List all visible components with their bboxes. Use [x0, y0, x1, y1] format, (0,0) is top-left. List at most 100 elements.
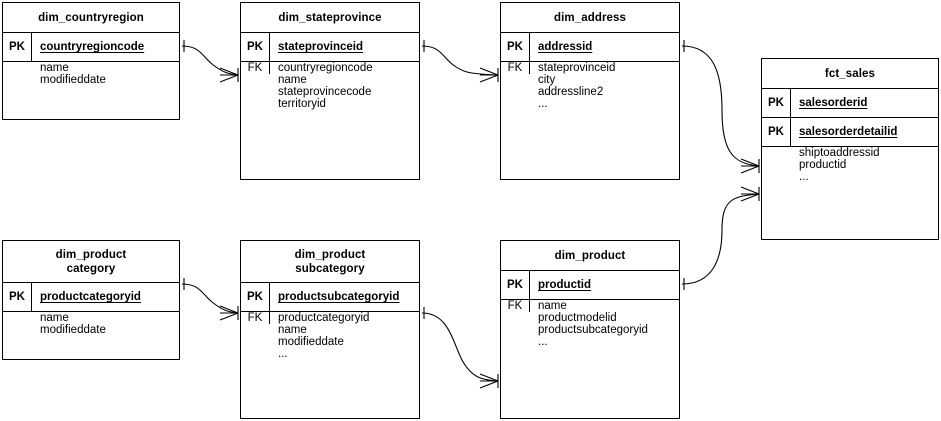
- attribute-label: productcategoryid: [40, 291, 141, 303]
- attribute-row[interactable]: territoryid: [278, 98, 326, 110]
- entity-title-line: dim_product: [554, 249, 626, 262]
- key-badge: PK: [762, 118, 791, 146]
- cardinality-many-crowfoot: [479, 67, 499, 76]
- key-badge: FK: [241, 312, 270, 324]
- attribute-row[interactable]: addressline2: [538, 86, 604, 98]
- entity-title-line: fct_sales: [824, 67, 876, 80]
- attribute-row[interactable]: ...: [278, 348, 288, 360]
- attribute-name: salesorderdetailid: [791, 118, 938, 146]
- cardinality-many-crowfoot: [740, 193, 760, 202]
- key-badge: FK: [241, 62, 270, 74]
- attribute-label: salesorderid: [799, 97, 868, 109]
- attribute-name: countryregioncode: [32, 33, 179, 61]
- relationship-countryregion-to-stateprovince: [181, 40, 239, 83]
- attribute-row[interactable]: modifieddate: [278, 336, 344, 348]
- relationship-line: [681, 193, 760, 285]
- attribute-row[interactable]: name: [40, 312, 69, 324]
- cardinality-many-crowfoot: [479, 373, 499, 382]
- attribute-label: countryregioncode: [40, 41, 145, 53]
- cardinality-many-crowfoot: [219, 74, 239, 83]
- relationship-line: [181, 283, 239, 314]
- entity-title-line: dim_address: [553, 11, 627, 24]
- relationship-stateprovince-to-address: [421, 40, 499, 83]
- attribute-row[interactable]: name: [278, 324, 307, 336]
- entity-title-dim_countryregion: dim_countryregion: [3, 3, 179, 33]
- key-badge: PK: [241, 283, 270, 311]
- attribute-row[interactable]: stateprovinceid: [538, 62, 616, 74]
- attribute-row[interactable]: name: [278, 74, 307, 86]
- attribute-row[interactable]: city: [538, 74, 556, 86]
- attribute-name: salesorderid: [791, 89, 938, 117]
- attribute-row[interactable]: ...: [799, 171, 809, 183]
- key-row-fct_sales-salesorderdetailid[interactable]: PK salesorderdetailid: [762, 118, 938, 147]
- key-badge: FK: [501, 62, 530, 74]
- attribute-name: addressid: [530, 33, 679, 61]
- attribute-row[interactable]: productcategoryid: [278, 312, 370, 324]
- attribute-label: productsubcategoryid: [278, 291, 400, 303]
- key-badge: PK: [501, 271, 530, 299]
- attribute-row[interactable]: ...: [538, 98, 548, 110]
- attribute-name: productcategoryid: [32, 283, 179, 311]
- attribute-row[interactable]: ...: [538, 336, 548, 348]
- attribute-row[interactable]: name: [538, 300, 567, 312]
- cardinality-many-crowfoot: [219, 312, 239, 321]
- cardinality-many-crowfoot: [479, 74, 499, 83]
- attribute-label: salesorderdetailid: [799, 126, 898, 138]
- key-row-dim_stateprovince-stateprovinceid[interactable]: PK stateprovinceid: [241, 33, 419, 62]
- relationship-line: [181, 45, 239, 76]
- cardinality-many-crowfoot: [740, 158, 760, 167]
- attribute-row[interactable]: name: [40, 62, 69, 74]
- attribute-row[interactable]: productsubcategoryid: [538, 324, 648, 336]
- attribute-name: productsubcategoryid: [270, 283, 419, 311]
- attribute-row[interactable]: productid: [799, 159, 847, 171]
- cardinality-many-crowfoot: [479, 380, 499, 389]
- key-badge: PK: [241, 33, 270, 61]
- entity-title-line: dim_stateprovince: [278, 11, 382, 24]
- attribute-row[interactable]: modifieddate: [40, 324, 106, 336]
- key-badge: FK: [501, 300, 530, 312]
- cardinality-many-crowfoot: [219, 67, 239, 76]
- attribute-row[interactable]: shiptoaddressid: [799, 147, 880, 159]
- attribute-label: stateprovinceid: [278, 41, 363, 53]
- cardinality-many-crowfoot: [219, 305, 239, 314]
- attribute-row[interactable]: stateprovincecode: [278, 86, 372, 98]
- key-badge: PK: [3, 33, 32, 61]
- entity-title-dim_product: dim_product: [501, 241, 679, 271]
- attribute-name: stateprovinceid: [270, 33, 419, 61]
- attribute-row[interactable]: modifieddate: [40, 74, 106, 86]
- attribute-row[interactable]: productmodelid: [538, 312, 617, 324]
- relationship-line: [681, 45, 760, 167]
- key-row-dim_productsubcategory-productsubcategoryid[interactable]: PK productsubcategoryid: [241, 283, 419, 312]
- key-row-dim_product-productid[interactable]: PK productid: [501, 271, 679, 300]
- entity-title-line: dim_countryregion: [38, 11, 144, 24]
- cardinality-many-crowfoot: [740, 165, 760, 174]
- attribute-label: productid: [538, 279, 592, 291]
- entity-title-line: category: [66, 262, 116, 275]
- key-badge: PK: [501, 33, 530, 61]
- relationship-productcategory-to-subcategory: [181, 278, 239, 321]
- attribute-row[interactable]: countryregioncode: [278, 62, 373, 74]
- key-row-dim_countryregion-countryregioncode[interactable]: PK countryregioncode: [3, 33, 179, 62]
